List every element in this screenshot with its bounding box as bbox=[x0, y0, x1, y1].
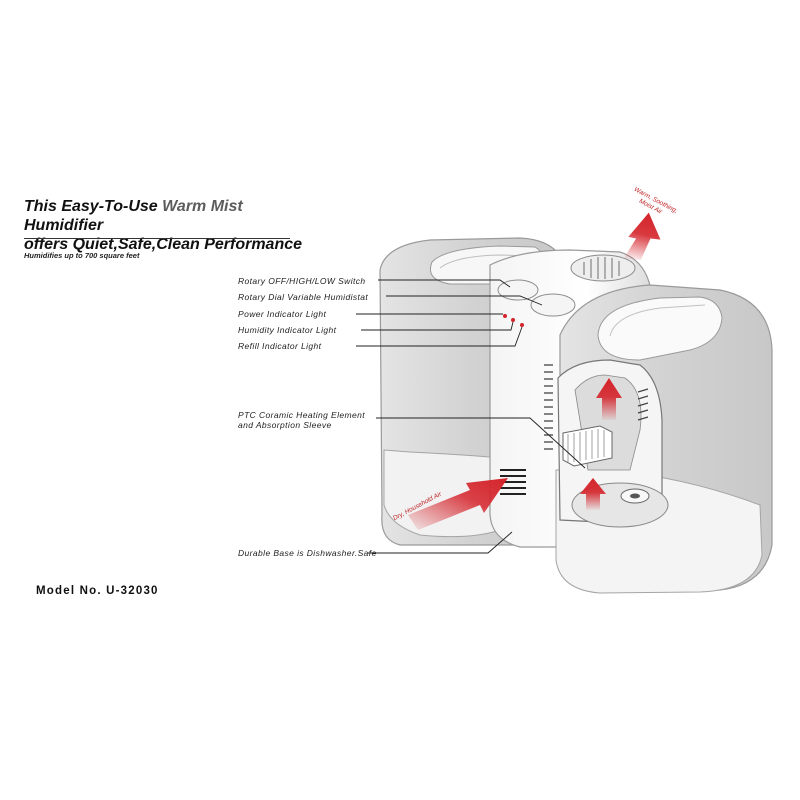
callout-refill-light: Refill Indicator Light bbox=[238, 341, 322, 351]
callout-humidistat: Rotary Dial Variable Humidistat bbox=[238, 292, 369, 302]
headline-rule bbox=[24, 238, 290, 239]
headline-line-1: This Easy-To-Use Warm Mist Humidifier bbox=[24, 198, 243, 234]
headline-line-2: offers Quiet,Safe,Clean Performance bbox=[24, 236, 303, 253]
callout-ptc-element: PTC Coramic Heating Element and Absorpti… bbox=[238, 410, 366, 430]
model-number: Model No. U-32030 bbox=[36, 585, 159, 597]
callout-leaders bbox=[356, 279, 586, 554]
top-vent bbox=[570, 254, 636, 282]
humidity-indicator-light bbox=[511, 318, 515, 322]
internal-arrow-upper bbox=[596, 378, 622, 420]
internal-arrow-lower bbox=[580, 478, 606, 510]
power-indicator-light bbox=[503, 314, 507, 318]
callout-base: Durable Base is Dishwasher.Safe bbox=[238, 548, 377, 558]
intake-vents bbox=[500, 469, 526, 495]
heating-element bbox=[562, 425, 613, 467]
headline-accent: Warm Mist bbox=[162, 198, 243, 215]
callout-power-light: Power Indicator Light bbox=[238, 309, 327, 319]
warm-mist-arrow bbox=[623, 212, 661, 260]
humidistat-knob bbox=[530, 293, 576, 317]
headline: This Easy-To-Use Warm Mist Humidifier of… bbox=[24, 197, 324, 254]
right-tank-handle bbox=[597, 296, 723, 361]
rotary-switch-knob bbox=[497, 279, 539, 301]
callout-rotary-switch: Rotary OFF/HIGH/LOW Switch bbox=[238, 276, 366, 286]
refill-indicator-light bbox=[520, 323, 524, 327]
coverage-subline: Humidifies up to 700 square feet bbox=[24, 251, 140, 260]
callout-humidity-light: Humidity Indicator Light bbox=[238, 325, 337, 335]
dry-air-arrow bbox=[408, 478, 508, 530]
